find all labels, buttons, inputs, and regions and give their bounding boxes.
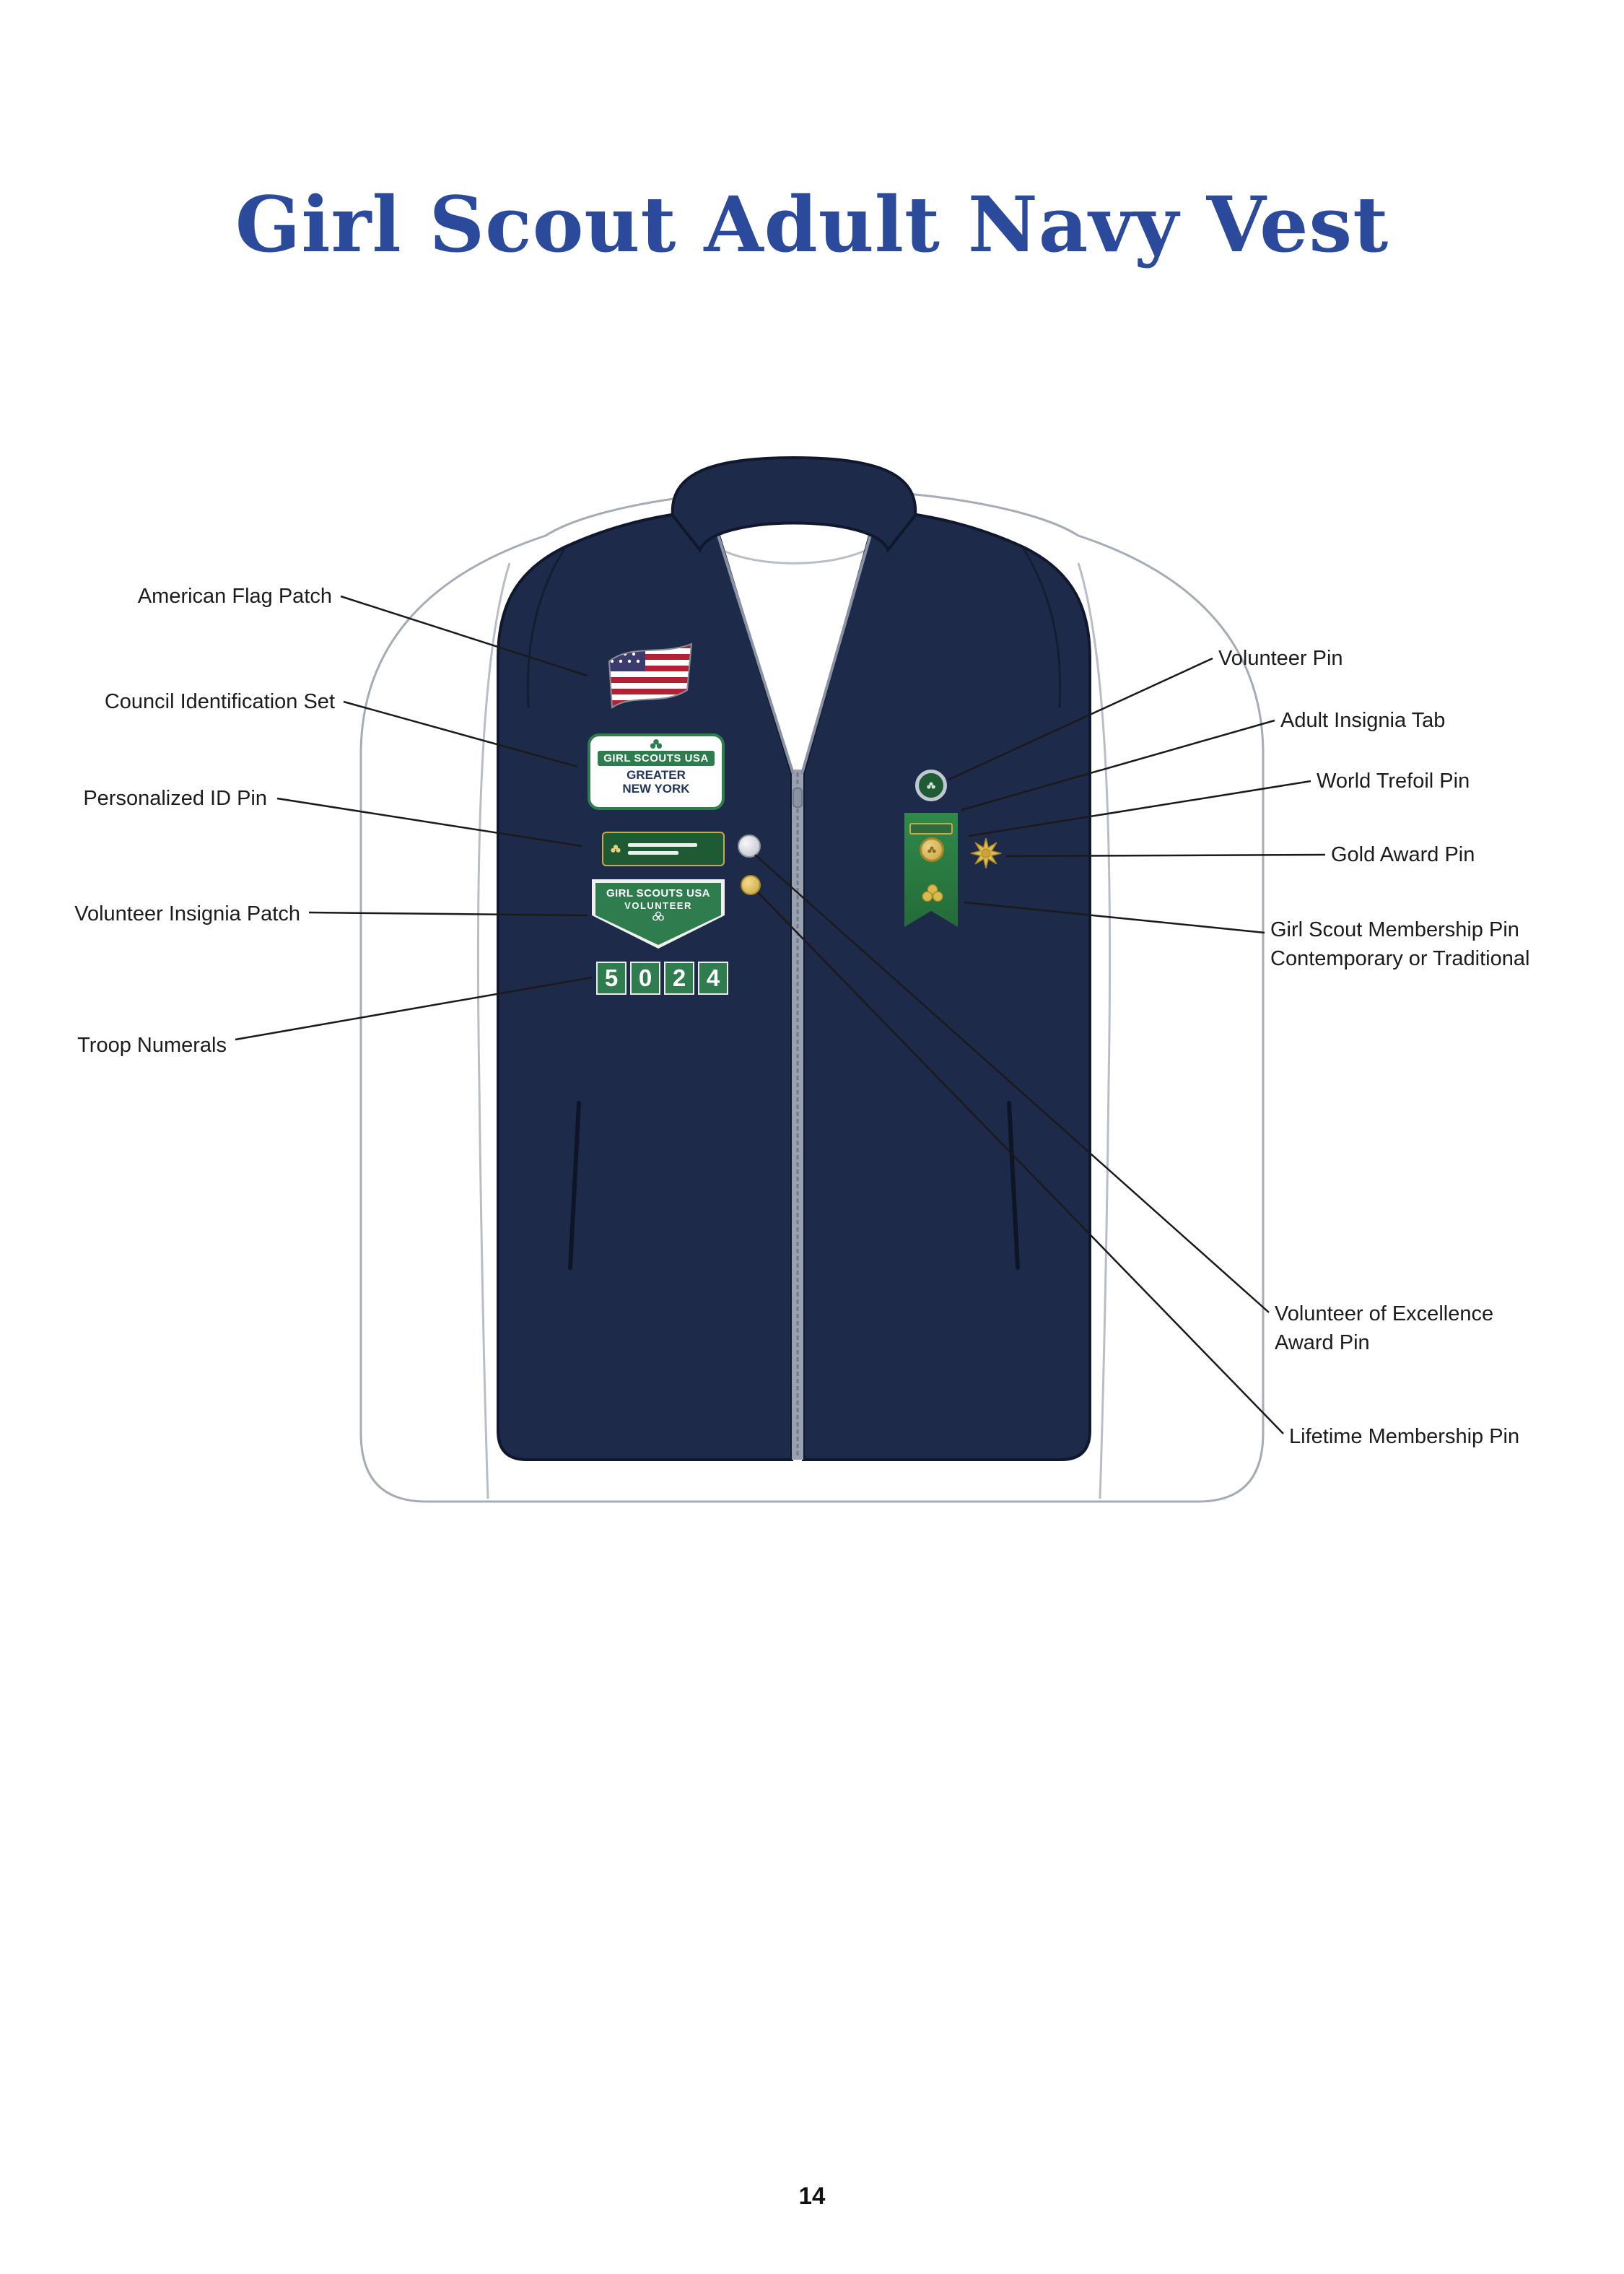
vest-collar (671, 456, 917, 554)
trefoil-icon (611, 845, 621, 853)
label-girl-scout-membership-pin: Girl Scout Membership Pin Contemporary o… (1270, 915, 1529, 973)
label-volunteer-of-excellence-award-pin: Volunteer of Excellence Award Pin (1275, 1299, 1493, 1357)
council-name-line2: NEW YORK (622, 782, 690, 796)
label-gold-award-pin: Gold Award Pin (1331, 843, 1475, 866)
label-lifetime-membership-pin: Lifetime Membership Pin (1289, 1425, 1520, 1448)
label-troop-numerals: Troop Numerals (77, 1034, 227, 1057)
page-number: 14 (798, 2182, 826, 2209)
left-pocket-slit (568, 1101, 581, 1270)
gold-award-pin (970, 837, 1002, 873)
council-org-banner: GIRL SCOUTS USA (598, 751, 715, 766)
world-trefoil-pin (920, 837, 944, 862)
volunteer-patch-org: GIRL SCOUTS USA (606, 887, 711, 899)
label-council-identification-set: Council Identification Set (104, 690, 335, 713)
american-flag-patch (605, 640, 694, 715)
troop-numerals: 5 0 2 4 (596, 962, 728, 995)
tab-bar-pin (909, 823, 953, 835)
label-adult-insignia-tab: Adult Insignia Tab (1280, 709, 1446, 732)
personalized-id-pin (602, 832, 725, 866)
zipper-left-edge (710, 512, 795, 775)
trefoil-icon (922, 884, 943, 902)
label-american-flag-patch: American Flag Patch (137, 585, 332, 608)
label-line: Girl Scout Membership Pin (1270, 918, 1519, 941)
american-flag-icon (608, 642, 693, 709)
zipper-pull (793, 788, 803, 808)
troop-digit: 0 (630, 962, 660, 995)
volunteer-patch-role: VOLUNTEER (624, 900, 692, 911)
council-name-line1: GREATER (627, 768, 686, 782)
label-volunteer-insignia-patch: Volunteer Insignia Patch (74, 902, 300, 925)
troop-digit: 4 (698, 962, 728, 995)
girl-scout-membership-pin (921, 882, 944, 907)
volunteer-of-excellence-award-pin (738, 835, 761, 858)
trefoil-icon (927, 782, 935, 789)
council-identification-patch: GIRL SCOUTS USA GREATER NEW YORK (588, 733, 725, 810)
vest-right-panel (802, 507, 1091, 1461)
page-title: Girl Scout Adult Navy Vest (235, 179, 1389, 269)
label-line: Award Pin (1275, 1331, 1370, 1354)
id-pin-text-lines (628, 843, 697, 855)
label-volunteer-pin: Volunteer Pin (1218, 647, 1343, 670)
label-personalized-id-pin: Personalized ID Pin (83, 787, 267, 810)
trefoil-icon (650, 739, 663, 749)
troop-digit: 5 (596, 962, 627, 995)
label-line: Volunteer of Excellence (1275, 1302, 1494, 1325)
gold-star-icon (970, 837, 1002, 869)
label-world-trefoil-pin: World Trefoil Pin (1317, 770, 1470, 793)
zipper-right-edge (800, 512, 878, 775)
troop-digit: 2 (664, 962, 694, 995)
lifetime-membership-pin (741, 875, 761, 895)
trefoil-outline-icon (652, 911, 664, 921)
label-line: Contemporary or Traditional (1270, 947, 1530, 970)
volunteer-pin (915, 770, 947, 801)
trefoil-icon (927, 846, 936, 853)
